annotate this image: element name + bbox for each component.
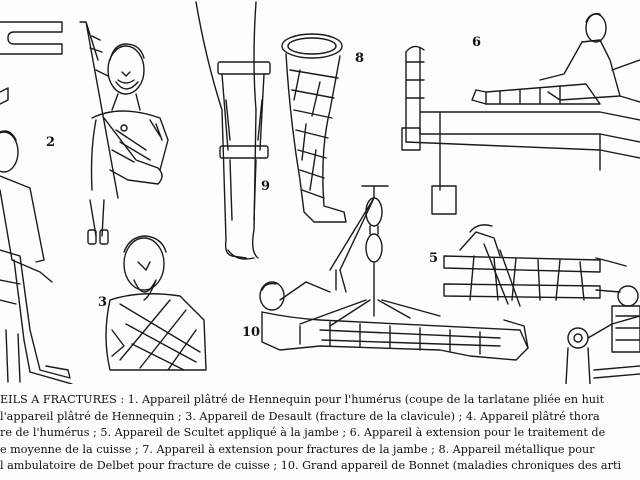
caption-line: EILS A FRACTURES : 1. Appareil plâtré de… xyxy=(0,393,605,406)
figure-9-delbet-ambulatory xyxy=(195,1,271,260)
figure-7-traction-device xyxy=(565,285,640,384)
figure-3-desault-bandage xyxy=(105,235,207,371)
figure-5-scultet-apparatus xyxy=(443,224,627,307)
plate-caption: EILS A FRACTURES : 1. Appareil plâtré de… xyxy=(0,384,640,480)
figure-number-9: 9 xyxy=(261,179,271,194)
caption-line: l ambulatoire de Delbet pour fracture de… xyxy=(0,459,622,473)
figure-1-seated-patient xyxy=(0,130,73,384)
figure-2-hennequin-sling xyxy=(79,21,169,245)
caption-line: l'appareil plâtré de Hennequin ; 3. Appa… xyxy=(0,409,600,423)
figure-10-bonnet-apparatus xyxy=(259,185,529,361)
figure-number-10: 10 xyxy=(242,325,261,340)
figure-number-3: 3 xyxy=(98,295,108,310)
figure-6-bed-extension xyxy=(401,12,640,215)
medical-illustrations xyxy=(0,1,640,384)
figure-number-6: 6 xyxy=(472,35,482,50)
figure-1-plaster-splint xyxy=(0,21,63,105)
caption-line: re de l'humérus ; 5. Appareil de Scultet… xyxy=(0,426,606,440)
figure-8-bandaged-leg xyxy=(281,33,347,223)
figure-number-5: 5 xyxy=(429,251,439,266)
figure-number-8: 8 xyxy=(355,51,365,66)
caption-line: e moyenne de la cuisse ; 7. Appareil à e… xyxy=(0,442,595,456)
figure-number-2: 2 xyxy=(46,135,56,150)
